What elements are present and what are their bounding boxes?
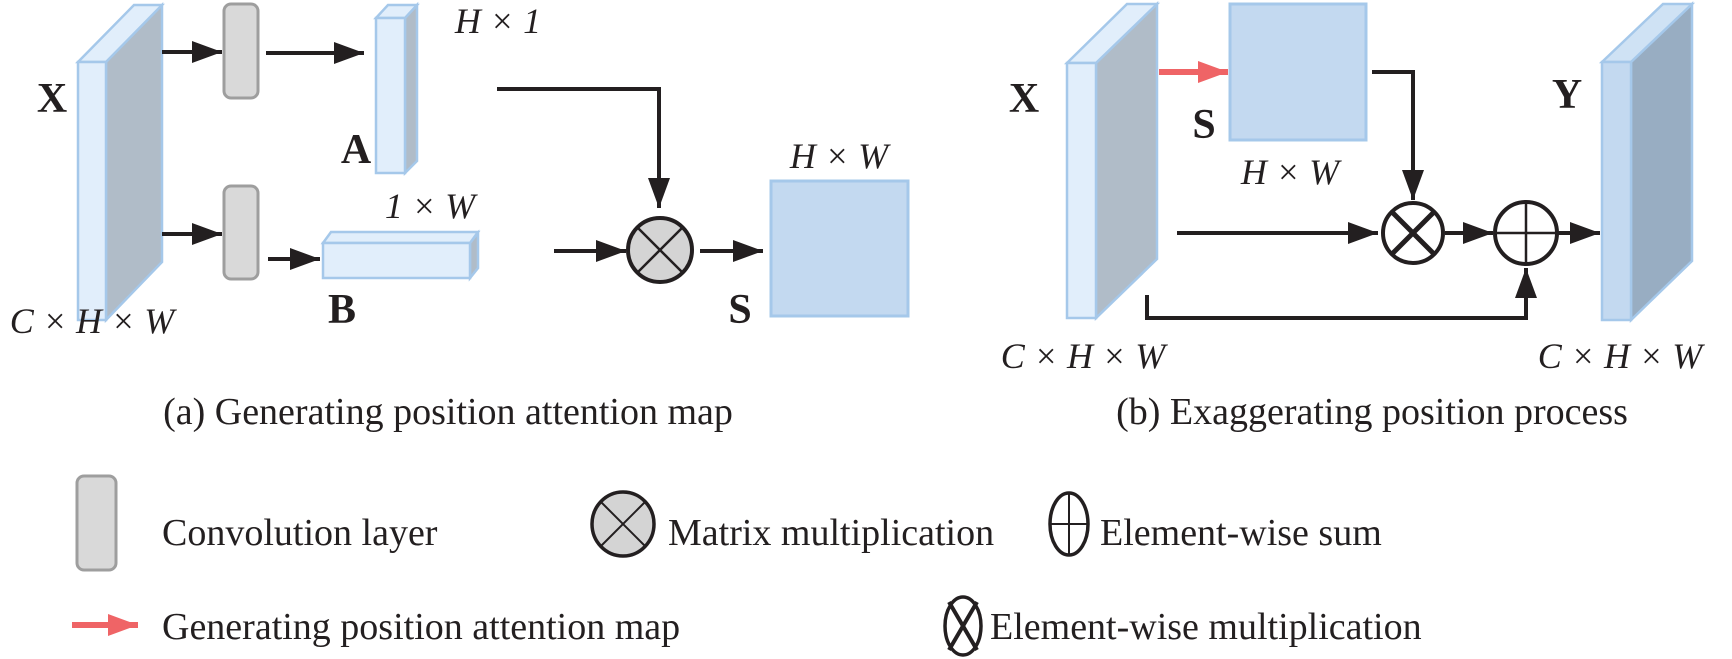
- legend-label-generating-position-attention-map: Generating position attention map: [162, 606, 680, 648]
- arrow-residual-x-to-sum: [1145, 268, 1537, 320]
- panel-a: X C × H × W H × 1 A 1 × W B: [10, 1, 910, 433]
- legend-label-matrix-multiplication: Matrix multiplication: [668, 512, 994, 554]
- feature-a-bar: [373, 1, 420, 177]
- matrix-multiplication-icon: [590, 490, 656, 558]
- element-wise-multiplication-node: [1381, 201, 1445, 265]
- convolution-layer-top: [222, 2, 260, 100]
- legend-item-convolution-layer: Convolution layer: [75, 474, 438, 572]
- output-tensor-y: [1598, 1, 1696, 323]
- s-dims-label: H × W: [789, 136, 891, 176]
- legend-label-convolution-layer: Convolution layer: [162, 512, 438, 554]
- panel-a-caption: (a) Generating position attention map: [163, 391, 733, 433]
- input-dims-label: C × H × W: [10, 301, 178, 341]
- input-tensor-x-b: [1063, 1, 1161, 321]
- a-dims-label: H × 1: [454, 1, 541, 41]
- panel-b-caption: (b) Exaggerating position process: [1116, 391, 1628, 433]
- a-label: A: [341, 127, 372, 173]
- legend: Convolution layer Matrix multiplication …: [72, 474, 1422, 657]
- input-label-x-b: X: [1009, 76, 1039, 122]
- element-wise-multiplication-icon: [943, 595, 983, 657]
- panel-b: X C × H × W S H × W: [1001, 1, 1706, 433]
- convolution-layer-icon: [75, 474, 118, 572]
- attention-map-s: [769, 179, 910, 318]
- s-dims-label-b: H × W: [1240, 152, 1342, 192]
- arrow-a-to-matmul: [497, 87, 670, 208]
- input-tensor-x: [75, 1, 165, 324]
- legend-label-element-wise-multiplication: Element-wise multiplication: [990, 606, 1422, 648]
- input-dims-label-b: C × H × W: [1001, 336, 1169, 376]
- element-wise-sum-node: [1493, 200, 1559, 266]
- b-dims-label: 1 × W: [385, 186, 478, 226]
- legend-item-element-wise-sum: Element-wise sum: [1048, 491, 1382, 557]
- convolution-layer-bottom: [222, 184, 260, 281]
- matrix-multiplication-node: [626, 216, 694, 284]
- legend-label-element-wise-sum: Element-wise sum: [1100, 512, 1382, 554]
- output-label-y: Y: [1552, 72, 1582, 118]
- b-label: B: [328, 287, 356, 333]
- element-wise-sum-icon: [1048, 491, 1090, 557]
- s-label: S: [728, 287, 751, 333]
- legend-item-matrix-multiplication: Matrix multiplication: [590, 490, 994, 558]
- legend-item-element-wise-multiplication: Element-wise multiplication: [943, 595, 1422, 657]
- legend-item-red-arrow: Generating position attention map: [72, 606, 680, 648]
- s-label-b: S: [1192, 102, 1215, 148]
- attention-map-s-b: [1228, 2, 1368, 142]
- output-dims-label: C × H × W: [1538, 336, 1706, 376]
- feature-b-bar: [320, 229, 481, 282]
- input-label-x: X: [37, 76, 67, 122]
- arrow-s-to-elementwise-mult: [1372, 70, 1424, 200]
